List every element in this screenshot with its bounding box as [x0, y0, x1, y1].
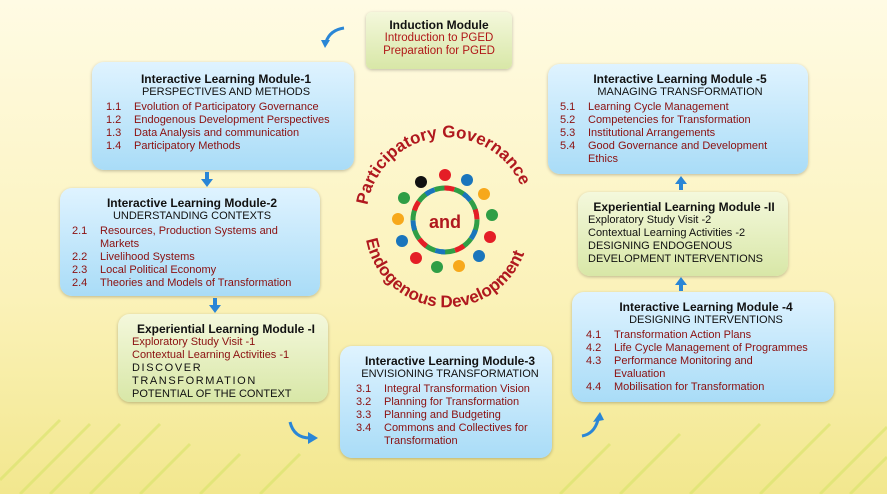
arrow-elm2-to-ilm5 [675, 176, 687, 190]
arrow-ilm4-to-elm2 [675, 277, 687, 291]
elm1-caps-1: DISCOVER TRANSFORMATION [132, 362, 257, 387]
ilm5-box: Interactive Learning Module -5 MANAGING … [548, 64, 808, 174]
ilm2-box: Interactive Learning Module-2 UNDERSTAND… [60, 188, 320, 296]
elm2-line-3: DESIGNING ENDOGENOUS [588, 240, 733, 252]
arrow-induction-to-ilm1 [321, 26, 345, 48]
induction-title: Induction Module [389, 18, 489, 32]
ilm2-title: Interactive Learning Module-2 [106, 196, 278, 210]
ilm5-title: Interactive Learning Module -5 [593, 72, 767, 86]
induction-module-box: Induction Module Introduction to PGED Pr… [366, 12, 512, 69]
logo-center-text: and [429, 212, 461, 232]
arrow-ilm1-to-ilm2 [201, 172, 213, 187]
arrow-ilm3-to-ilm4 [581, 412, 604, 438]
ilm4-subtitle: DESIGNING INTERVENTIONS [629, 314, 783, 326]
ilm3-title: Interactive Learning Module-3 [364, 354, 536, 368]
ilm3-box: Interactive Learning Module-3 ENVISIONIN… [340, 346, 552, 458]
ilm1-title: Interactive Learning Module-1 [140, 72, 312, 86]
ilm3-subtitle: ENVISIONING TRANSFORMATION [361, 368, 539, 380]
logo-bottom-text: Endogenous Development [362, 236, 528, 311]
ilm4-box: Interactive Learning Module -4 DESIGNING… [572, 292, 834, 402]
elm1-line-1: Exploratory Study Visit -1 [132, 336, 256, 348]
elm1-box: Experiential Learning Module -I Explorat… [118, 314, 328, 402]
arrow-elm1-to-ilm3 [288, 421, 318, 444]
logo-top-text: Participatory Governance [353, 122, 535, 206]
elm1-title: Experiential Learning Module -I [136, 322, 316, 336]
elm1-caps-2: POTENTIAL OF THE CONTEXT [132, 388, 292, 400]
logo: Participatory Governance Endogenous Deve… [353, 122, 535, 311]
elm2-line-1: Exploratory Study Visit -2 [588, 214, 712, 226]
people-ring [392, 169, 498, 273]
ilm1-box: Interactive Learning Module-1 PERSPECTIV… [92, 62, 354, 170]
elm2-box: Experiential Learning Module -II Explora… [578, 192, 788, 276]
induction-line-2: Preparation for PGED [383, 45, 495, 57]
ilm5-subtitle: MANAGING TRANSFORMATION [597, 86, 763, 98]
induction-line-1: Introduction to PGED [384, 32, 494, 44]
ilm4-title: Interactive Learning Module -4 [619, 300, 793, 314]
elm1-line-2: Contextual Learning Activities -1 [132, 349, 290, 361]
elm2-line-4: DEVELOPMENT INTERVENTIONS [588, 253, 764, 265]
arrow-ilm2-to-elm1 [209, 298, 221, 313]
elm2-line-2: Contextual Learning Activities -2 [588, 227, 746, 239]
ilm2-subtitle: UNDERSTANDING CONTEXTS [112, 210, 272, 222]
ilm1-subtitle: PERSPECTIVES AND METHODS [141, 86, 311, 98]
elm2-title: Experiential Learning Module -II [593, 200, 775, 214]
